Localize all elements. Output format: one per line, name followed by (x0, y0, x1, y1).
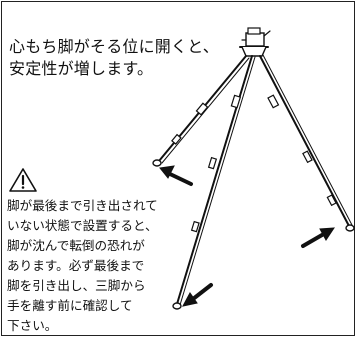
arrow-center-foot (182, 283, 213, 307)
tripod-leg-center (172, 55, 256, 310)
warning-triangle-icon (9, 168, 37, 192)
tripod-leg-right (259, 54, 355, 232)
arrow-left-foot (159, 165, 193, 186)
arrow-right-foot (301, 227, 335, 248)
headline-text: 心もち脚がそる位に開くと、 安定性が増します。 (9, 36, 239, 80)
tripod-head (239, 27, 271, 57)
headline-line-1: 心もち脚がそる位に開くと、 (9, 37, 219, 56)
warning-line-1: 脚が最後まで引き出されて (7, 198, 158, 213)
warning-text: 脚が最後まで引き出されて いない状態で設置すると、 脚が沈んで転倒の恐れが あり… (7, 196, 207, 336)
warning-line-6: 手を離す前に確認して (7, 298, 133, 313)
warning-line-2: いない状態で設置すると、 (7, 218, 158, 233)
warning-line-3: 脚が沈んで転倒の恐れが (7, 238, 145, 253)
warning-line-4: あります。必ず最後まで (7, 258, 145, 273)
headline-line-2: 安定性が増します。 (9, 59, 154, 78)
tripod-leg-left (152, 55, 250, 167)
warning-line-7: 下さい。 (7, 318, 58, 333)
warning-line-5: 脚を引き出し、三脚から (7, 278, 146, 293)
